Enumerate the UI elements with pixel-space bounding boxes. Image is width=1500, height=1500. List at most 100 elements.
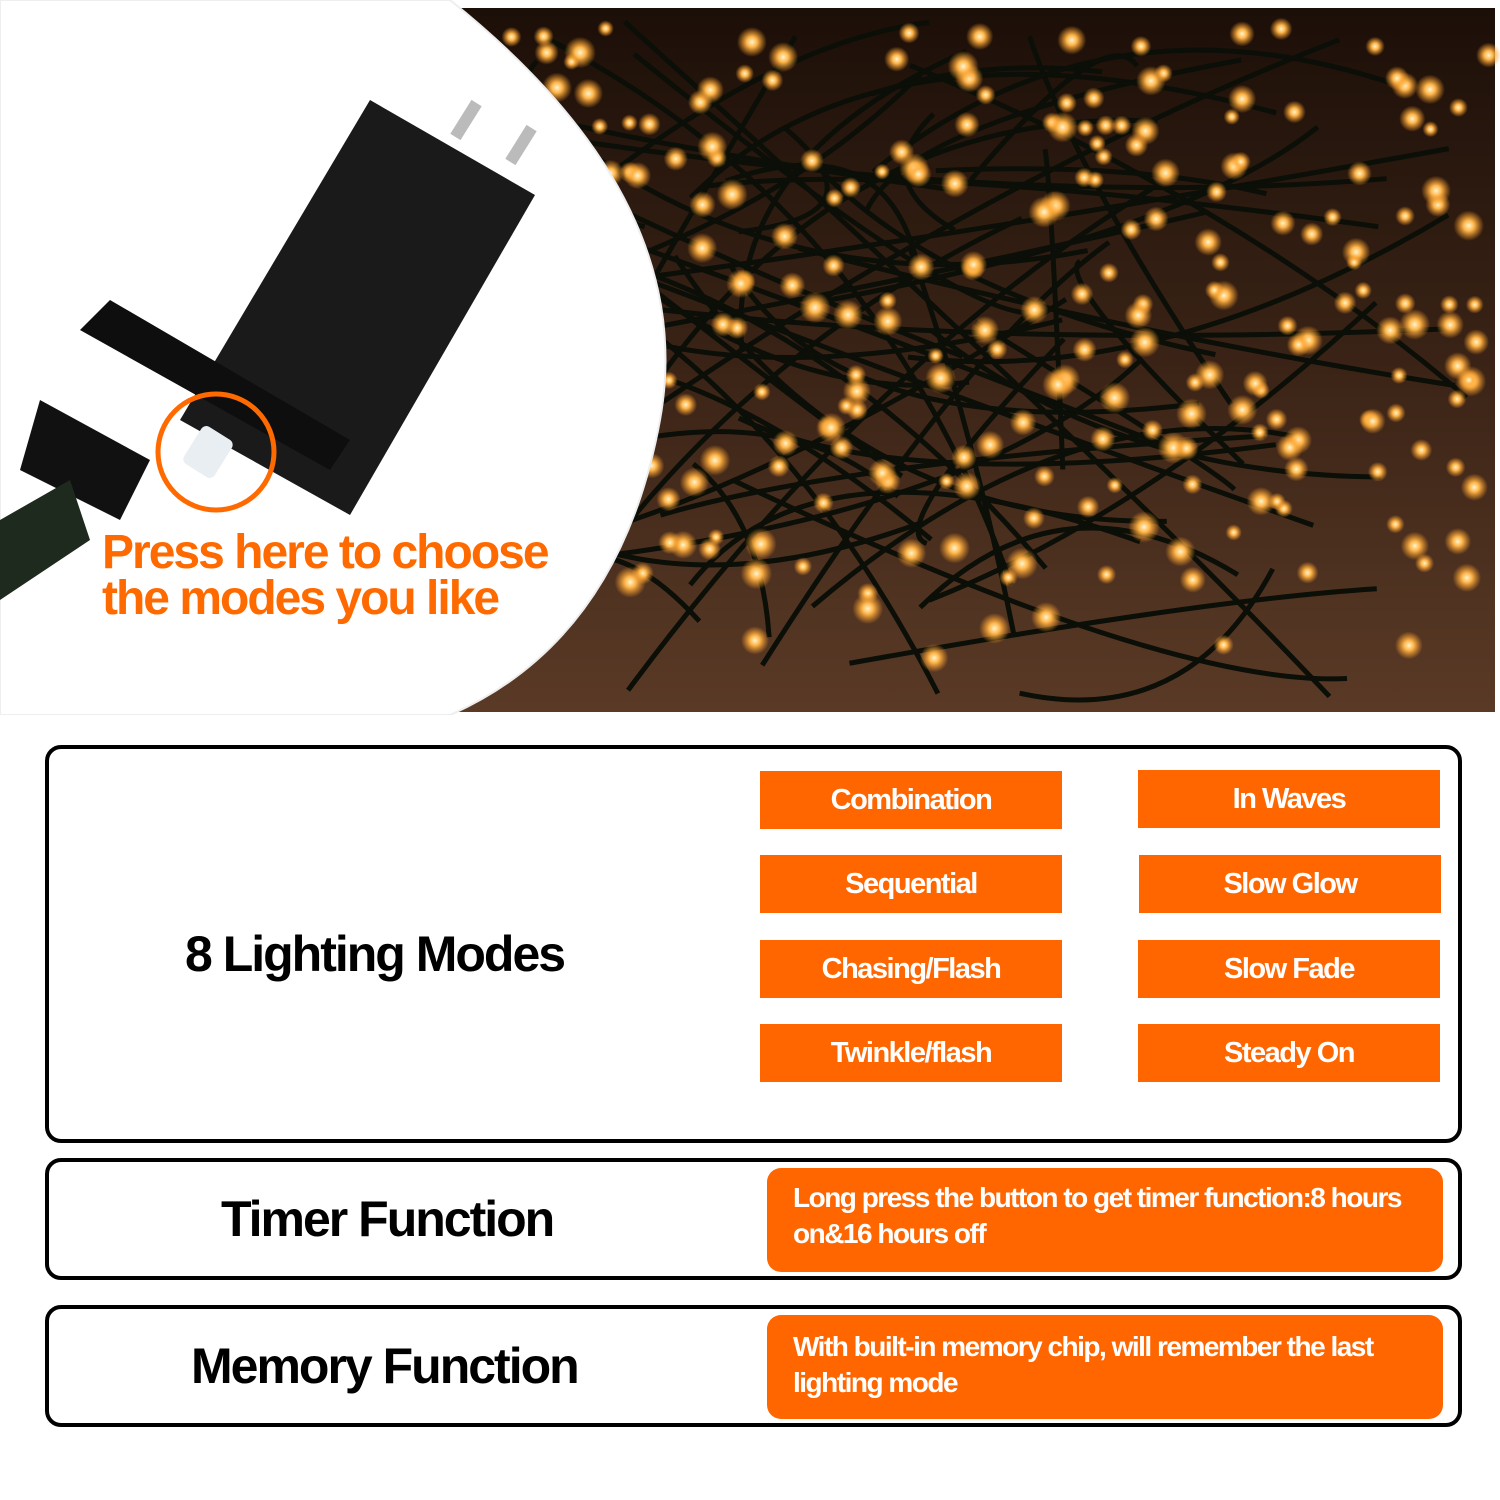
light-bulb [1227,84,1257,114]
light-bulb [1151,158,1181,188]
memory-function-panel: Memory Function With built-in memory chi… [45,1305,1462,1427]
light-bulb [975,430,1005,459]
light-bulb [563,53,580,70]
light-bulb [1250,423,1269,442]
light-bulb [868,458,897,488]
light-bulb [952,471,981,501]
light-bulb [1333,291,1357,315]
light-wire [928,300,1378,603]
light-bulb [1120,218,1142,241]
light-bulb [878,291,897,310]
timer-function-description: Long press the button to get timer funct… [767,1168,1443,1272]
light-bulb [1230,151,1251,172]
light-bulb [873,306,903,336]
light-bulb [1386,515,1405,534]
light-wire [909,62,1469,400]
memory-function-description: With built-in memory chip, will remember… [767,1315,1443,1419]
light-bulb [966,22,994,51]
lighting-modes-title: 8 Lighting Modes [185,926,566,982]
light-bulb [1269,17,1293,41]
light-bulb [905,160,932,188]
light-bulb [735,64,755,83]
light-bulb [822,254,845,277]
light-wire [929,327,1381,480]
light-bulb [1365,36,1385,57]
light-bulb [1072,337,1097,362]
light-bulb [1185,373,1205,392]
light-bulb [975,84,996,105]
light-bulb [898,22,920,44]
light-bulb [1367,461,1388,482]
light-bulb [1136,66,1166,96]
light-bulb [1268,492,1286,511]
light-bulb [1141,419,1164,441]
light-bulb [1394,293,1416,314]
light-bulb [687,233,718,264]
light-bulb [833,299,864,330]
light-bulb [1020,295,1049,325]
light-bulb [1386,403,1406,423]
light-bulb [768,42,799,73]
callout-text: Press here to choose the modes you like [102,529,550,623]
light-bulb [1034,465,1055,487]
power-adapter [0,99,537,600]
light-bulb [1439,295,1459,314]
light-bulb [927,347,944,364]
light-bulb [1410,439,1433,461]
light-wire [659,433,1266,518]
light-bulb [999,568,1018,587]
light-bulb [740,557,773,590]
light-bulb [1074,167,1095,188]
light-bulb [1453,210,1485,241]
light-bulb [925,362,956,394]
light-bulb [1444,527,1472,555]
light-bulb [1111,115,1132,136]
light-bulb [736,27,767,57]
light-bulb [1347,161,1372,186]
light-bulb [674,393,698,417]
light-bulb [1204,280,1224,300]
light-bulb [896,538,927,568]
light-bulb [986,338,1008,360]
light-bulb [1286,332,1311,357]
light-bulb [799,291,831,324]
light-bulb [1176,398,1207,430]
light-bulb [1057,25,1087,55]
light-bulb [1284,456,1309,482]
light-bulb [1056,92,1077,114]
mode-steady-on: Steady On [1138,1024,1440,1082]
light-bulb [1098,382,1131,414]
light-bulb [1399,105,1426,132]
light-bulb [1130,35,1152,57]
light-bulb [825,188,844,208]
light-bulb [1098,262,1119,283]
light-wire [581,37,1341,460]
light-wire [738,126,830,235]
light-bulb [699,444,731,476]
light-bulb [1300,222,1324,246]
light-bulb [710,312,736,337]
light-bulb [940,169,969,198]
light-bulb [1476,42,1500,68]
light-bulb [1346,254,1363,271]
light-bulb [1394,631,1423,660]
light-bulb [1225,524,1242,541]
timer-function-panel: Timer Function Long press the button to … [45,1158,1462,1280]
light-bulb [1265,408,1288,431]
light-bulb [658,531,682,555]
light-bulb [1047,111,1078,143]
mode-slow-glow: Slow Glow [1139,855,1441,913]
light-bulb [761,69,784,92]
light-bulb [1182,474,1203,495]
product-hero-image: Press here to choose the modes you like [0,0,1500,716]
light-bulb [1229,21,1255,47]
light-bulb [1070,282,1094,306]
light-bulb [1242,370,1268,396]
light-bulb [884,46,910,72]
light-bulb [1460,473,1488,501]
light-bulb [840,177,861,198]
light-wire [575,146,1450,290]
light-bulb [1042,368,1075,401]
light-wire [935,166,1268,197]
light-bulb [919,643,949,673]
